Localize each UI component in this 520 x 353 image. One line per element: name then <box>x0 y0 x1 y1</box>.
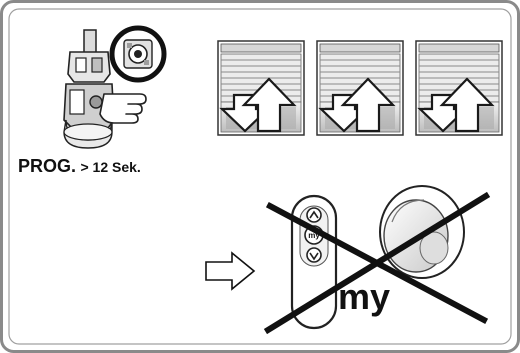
motor-head-with-hand-press-icon <box>63 29 147 149</box>
shutter-3 <box>414 39 504 137</box>
cross-out-icon <box>263 191 491 335</box>
remote-down-button <box>306 247 322 263</box>
prog-duration-label: > 12 Sek. <box>80 159 141 175</box>
shutter-1 <box>216 39 306 137</box>
my-label: my <box>338 276 391 317</box>
prog-button-zoom-icon <box>109 25 167 83</box>
remote-up-button <box>306 207 322 223</box>
prog-instruction: PROG. > 12 Sek. <box>18 156 141 177</box>
outline-arrow-right-icon <box>205 251 256 291</box>
shutter-2 <box>315 39 405 137</box>
inner-frame <box>8 8 512 345</box>
prog-button-label: PROG. <box>18 156 77 176</box>
remote-my-label: my <box>308 231 320 240</box>
